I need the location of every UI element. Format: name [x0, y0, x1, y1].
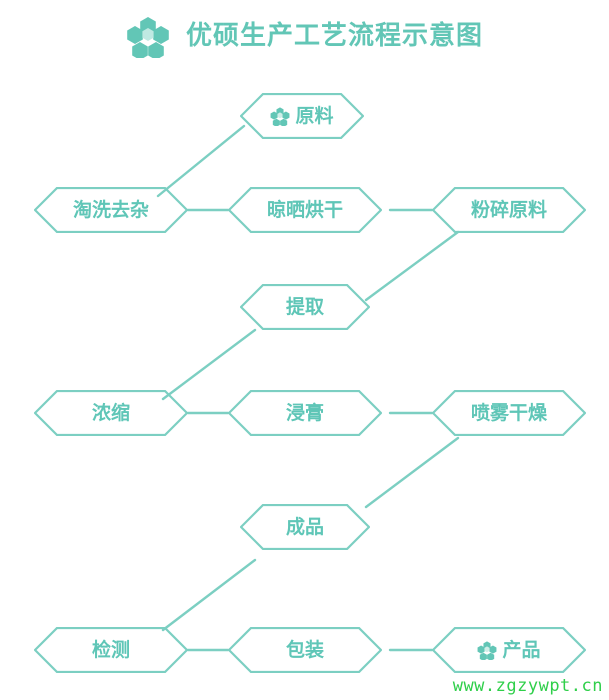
node-sun-dry[interactable]: 晾晒烘干 — [228, 187, 382, 233]
node-inspection[interactable]: 检测 — [34, 627, 188, 673]
node-spray-dry[interactable]: 喷雾干燥 — [432, 390, 586, 436]
node-label: 浸膏 — [285, 401, 324, 424]
node-wash-impurity[interactable]: 淘洗去杂 — [34, 187, 188, 233]
node-label: 浓缩 — [91, 401, 130, 424]
watermark: www.zgzywpt.cn — [452, 676, 603, 696]
node-label: 原料 — [295, 104, 334, 127]
hexagon-flower-icon — [271, 107, 290, 126]
connector-finished-product-to-inspection — [161, 558, 257, 632]
node-label: 淘洗去杂 — [72, 198, 149, 221]
node-label: 产品 — [502, 638, 541, 661]
node-concentrate[interactable]: 浓缩 — [34, 390, 188, 436]
node-extractum[interactable]: 浸膏 — [228, 390, 382, 436]
node-label: 提取 — [285, 295, 324, 318]
node-finished-product[interactable]: 成品 — [240, 504, 370, 550]
connector-wash-impurity-to-raw-material — [156, 124, 246, 198]
connector-extract-to-concentrate — [161, 328, 257, 401]
node-extract[interactable]: 提取 — [240, 284, 370, 330]
node-raw-material[interactable]: 原料 — [240, 93, 364, 139]
node-label: 粉碎原料 — [470, 198, 547, 221]
node-label: 包装 — [285, 638, 324, 661]
node-packaging[interactable]: 包装 — [228, 627, 382, 673]
connector-crush-material-to-extract — [364, 230, 460, 302]
page-title-text: 优硕生产工艺流程示意图 — [185, 21, 483, 51]
node-label: 晾晒烘干 — [266, 198, 343, 221]
node-label: 喷雾干燥 — [470, 401, 547, 424]
hexagon-flower-icon — [126, 14, 170, 60]
node-label: 检测 — [91, 638, 130, 661]
node-label: 成品 — [285, 515, 324, 538]
hexagon-flower-icon — [478, 641, 497, 660]
connector-spray-dry-to-finished-product — [364, 436, 460, 509]
node-product[interactable]: 产品 — [432, 627, 586, 673]
page-title: 优硕生产工艺流程示意图 — [0, 14, 609, 60]
node-crush-material[interactable]: 粉碎原料 — [432, 187, 586, 233]
